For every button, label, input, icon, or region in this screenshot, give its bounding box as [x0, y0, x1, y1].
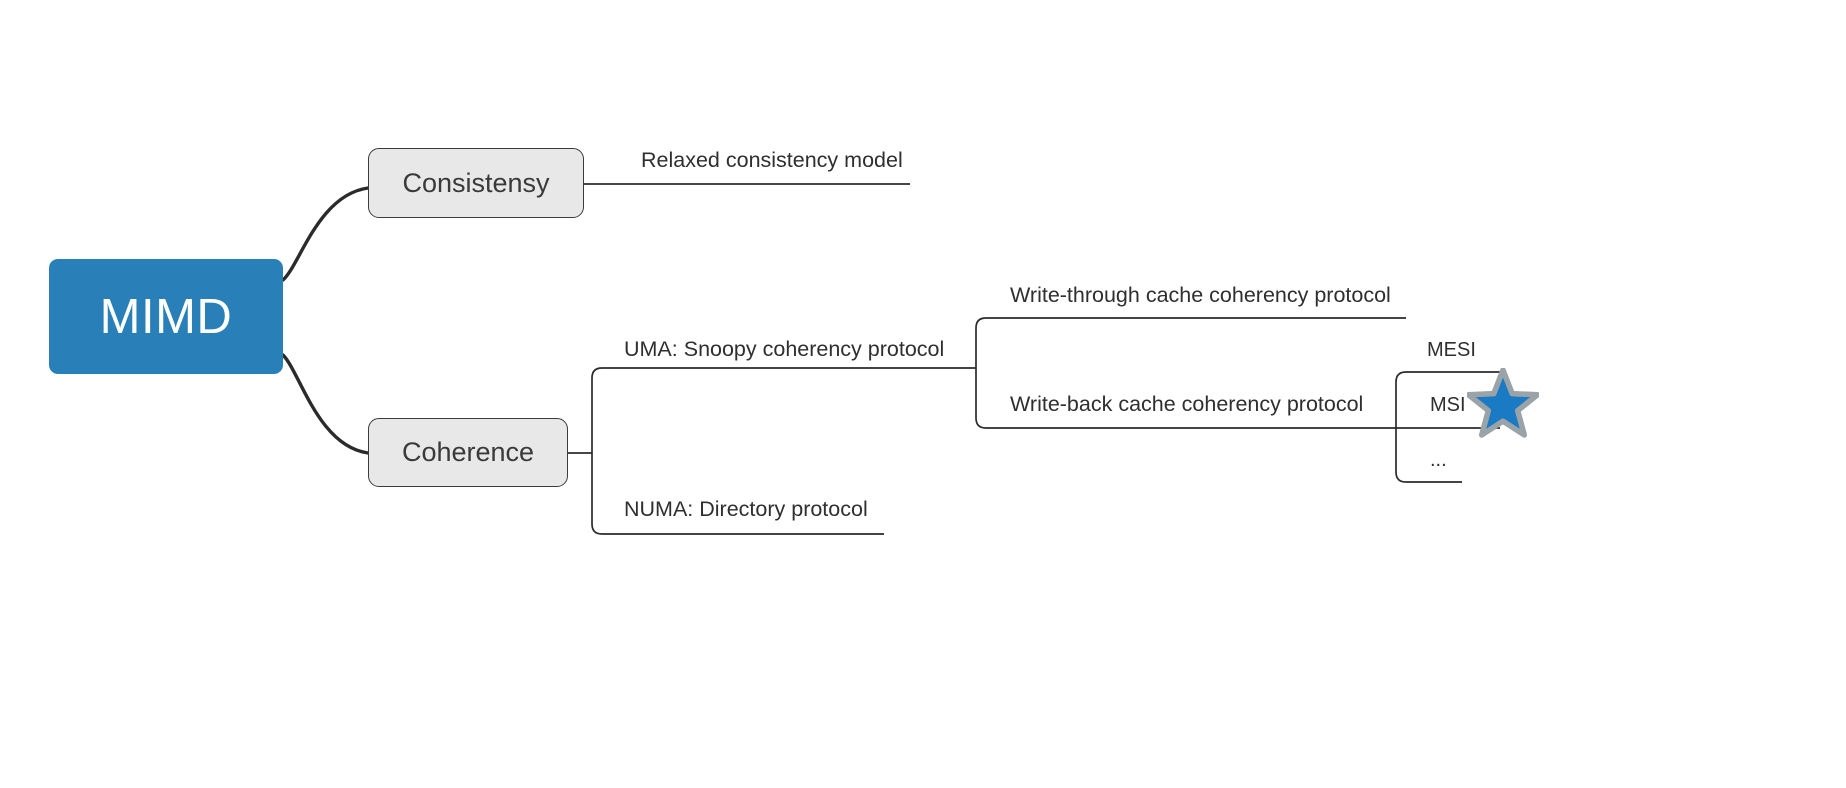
- edge-uma-to-write-through: [975, 317, 1406, 368]
- edge-trunk-to-numa: [591, 453, 884, 535]
- label-ellipsis[interactable]: ...: [1430, 449, 1447, 471]
- label-numa-directory-protocol[interactable]: NUMA: Directory protocol: [624, 497, 868, 521]
- branch-node-coherence-label: Coherence: [401, 437, 535, 467]
- branch-node-consistensy[interactable]: Consistensy: [368, 148, 584, 218]
- star-icon-wrap: [1467, 368, 1539, 438]
- label-write-back-cache-coherency-protocol[interactable]: Write-back cache coherency protocol: [1010, 392, 1364, 416]
- edge-trunk-to-uma: [591, 367, 976, 453]
- label-relaxed-consistency-model[interactable]: Relaxed consistency model: [641, 148, 903, 172]
- star-icon: [1467, 368, 1539, 438]
- label-mesi[interactable]: MESI: [1427, 339, 1476, 361]
- label-uma-snoopy-coherency-protocol[interactable]: UMA: Snoopy coherency protocol: [624, 337, 945, 361]
- label-write-through-cache-coherency-protocol[interactable]: Write-through cache coherency protocol: [1010, 283, 1391, 307]
- root-node-mimd[interactable]: MIMD: [49, 259, 283, 374]
- edge-root-to-consistensy: [281, 186, 370, 282]
- edge-root-to-coherence: [281, 353, 370, 455]
- edge-writeback-to-ellipsis: [1395, 428, 1462, 483]
- branch-node-coherence[interactable]: Coherence: [368, 418, 568, 487]
- branch-node-consistensy-label: Consistensy: [402, 167, 550, 198]
- label-msi[interactable]: MSI: [1430, 394, 1466, 416]
- root-node-label: MIMD: [99, 289, 233, 344]
